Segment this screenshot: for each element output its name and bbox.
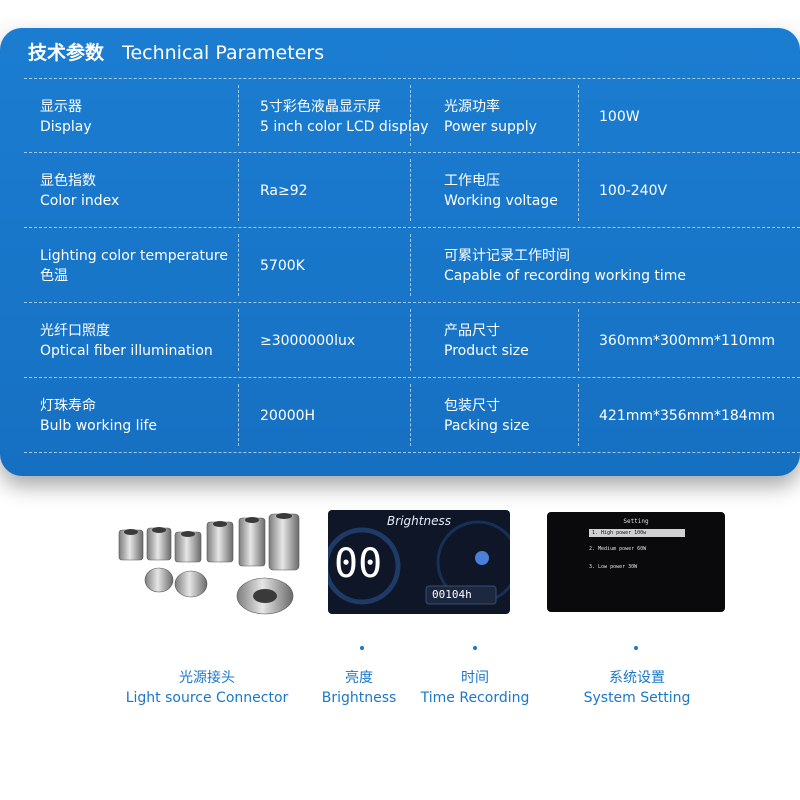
- spec-row-color-index: 显色指数 Color index Ra≥92 工作电压 Working volt…: [24, 153, 800, 228]
- value-en: 5 inch color LCD display: [260, 118, 429, 135]
- label-en: Bulb working life: [40, 417, 158, 434]
- setting-screen: Setting 1. High power 100w 2. Medium pow…: [547, 512, 725, 612]
- setting-title: Setting: [623, 518, 649, 525]
- label-cn: 产品尺寸: [444, 322, 500, 339]
- feature-light-source-connector: 光源接头 Light source Connector: [126, 668, 289, 708]
- spec-value: 100-240V: [599, 153, 667, 228]
- label-en: Optical fiber illumination: [40, 342, 213, 359]
- features-section: Brightness 00 00104h Setting 1. High pow…: [0, 500, 800, 800]
- value: 360mm*300mm*110mm: [599, 332, 775, 349]
- value: ≥3000000lux: [260, 332, 356, 349]
- light-source-connector-image: [118, 513, 300, 615]
- panel-title: 技术参数 Technical Parameters: [28, 38, 324, 65]
- spec-row-display: 显示器 Display 5寸彩色液晶显示屏 5 inch color LCD d…: [24, 78, 800, 153]
- title-en: Technical Parameters: [122, 42, 325, 64]
- feature-en: System Setting: [583, 690, 691, 706]
- spec-label: 产品尺寸 Product size: [444, 303, 529, 378]
- feature-en: Brightness: [321, 690, 397, 706]
- spec-label: 工作电压 Working voltage: [444, 153, 558, 228]
- spec-value: ≥3000000lux: [260, 303, 355, 378]
- spec-row-illumination: 光纤口照度 Optical fiber illumination ≥300000…: [24, 303, 800, 378]
- spec-label: 光源功率 Power supply: [444, 79, 537, 154]
- value: 5700K: [260, 257, 305, 274]
- feature-en: Light source Connector: [125, 690, 289, 706]
- spec-value: 421mm*356mm*184mm: [599, 378, 775, 453]
- feature-cn: 时间: [460, 670, 489, 686]
- label-en: Power supply: [444, 118, 537, 135]
- feature-time-recording: 时间 Time Recording: [421, 668, 530, 708]
- label-cn: 显色指数: [40, 172, 96, 189]
- label-cn: 可累计记录工作时间: [444, 247, 570, 264]
- spec-value: 100W: [599, 79, 640, 154]
- label-en: Working voltage: [444, 192, 558, 209]
- value: 20000H: [260, 407, 316, 424]
- label-cn: 显示器: [40, 98, 82, 115]
- brightness-title: Brightness: [387, 514, 451, 528]
- value: 100-240V: [599, 182, 668, 199]
- feature-en: Time Recording: [420, 690, 530, 706]
- spec-label: 光纤口照度 Optical fiber illumination: [40, 303, 213, 378]
- label-cn: 光源功率: [444, 98, 500, 115]
- title-cn: 技术参数: [28, 42, 105, 64]
- label-cn: 色温: [40, 267, 68, 284]
- value: 100W: [599, 108, 640, 125]
- spec-value: 20000H: [260, 378, 315, 453]
- brightness-value: 00: [334, 541, 383, 587]
- setting-item-low: 3. Low power 30W: [589, 564, 638, 570]
- feature-cn: 光源接头: [178, 670, 235, 686]
- feature-system-setting: 系统设置 System Setting: [584, 668, 691, 708]
- label-cn: 工作电压: [444, 172, 500, 189]
- spec-label: 灯珠寿命 Bulb working life: [40, 378, 157, 453]
- time-value: 00104h: [432, 588, 472, 601]
- spec-value: 5寸彩色液晶显示屏 5 inch color LCD display: [260, 79, 429, 154]
- label-cn: 包装尺寸: [444, 397, 500, 414]
- brightness-screen: Brightness 00 00104h: [328, 510, 510, 614]
- spec-row-color-temperature: Lighting color temperature 色温 5700K 可累计记…: [24, 228, 800, 303]
- label-en: Lighting color temperature: [40, 247, 228, 264]
- spec-label: 显示器 Display: [40, 79, 92, 154]
- value: 421mm*356mm*184mm: [599, 407, 775, 424]
- setting-item-medium: 2. Medium power 60W: [589, 546, 647, 552]
- label-en: Capable of recording working time: [444, 267, 687, 284]
- label-en: Display: [40, 118, 92, 135]
- indicator-dot: [473, 646, 477, 650]
- value-cn: 5寸彩色液晶显示屏: [260, 98, 381, 115]
- spec-label: Lighting color temperature 色温: [40, 228, 228, 303]
- setting-item-high: 1. High power 100w: [589, 529, 685, 537]
- spec-table: 显示器 Display 5寸彩色液晶显示屏 5 inch color LCD d…: [24, 78, 800, 453]
- label-cn: 灯珠寿命: [40, 397, 96, 414]
- indicator-dot: [360, 646, 364, 650]
- spec-value: Ra≥92: [260, 153, 308, 228]
- label-en: Color index: [40, 192, 120, 209]
- indicator-dot: [634, 646, 638, 650]
- spec-row-bulb-life: 灯珠寿命 Bulb working life 20000H 包装尺寸 Packi…: [24, 378, 800, 453]
- spec-label: 显色指数 Color index: [40, 153, 119, 228]
- spec-label: 包装尺寸 Packing size: [444, 378, 529, 453]
- feature-cn: 亮度: [344, 670, 373, 686]
- feature-brightness: 亮度 Brightness: [322, 668, 397, 708]
- label-cn: 光纤口照度: [40, 322, 110, 339]
- label-en: Packing size: [444, 417, 530, 434]
- spec-value: 360mm*300mm*110mm: [599, 303, 775, 378]
- spec-value: 5700K: [260, 228, 305, 303]
- value: Ra≥92: [260, 182, 308, 199]
- label-en: Product size: [444, 342, 529, 359]
- feature-cn: 系统设置: [608, 670, 665, 686]
- technical-parameters-panel: 技术参数 Technical Parameters 显示器 Display 5寸…: [0, 28, 800, 476]
- spec-label: 可累计记录工作时间 Capable of recording working t…: [444, 228, 686, 303]
